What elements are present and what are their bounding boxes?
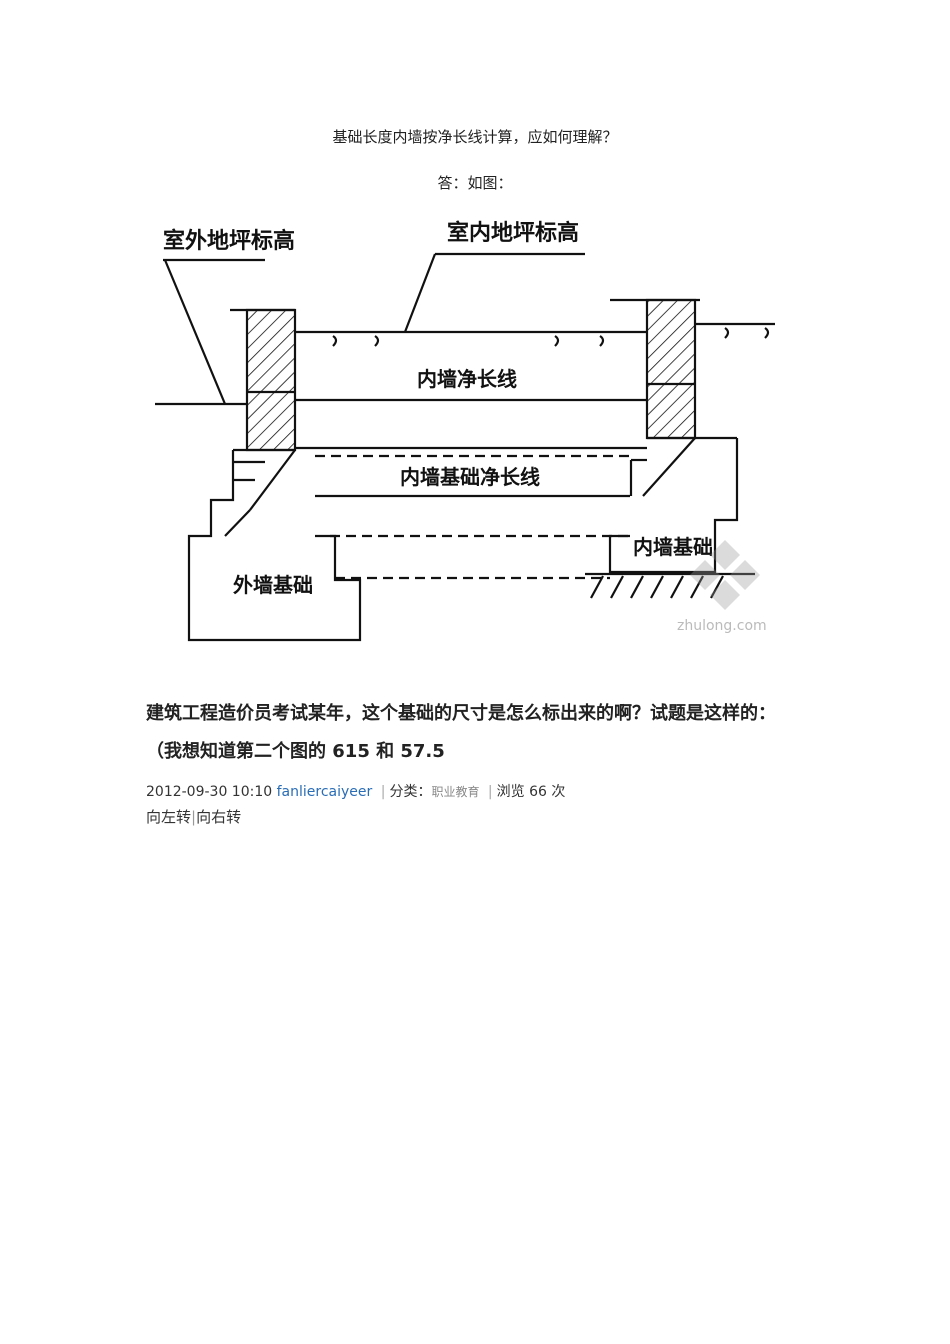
question-line: （我想知道第二个图的 615 和 57.5	[146, 741, 445, 762]
answer-label: 答：如图：	[437, 174, 513, 192]
post-meta: 2012-09-30 10:10 fanliercaiyeer |分类：职业教育…	[146, 781, 565, 801]
watermark: zhulong.com	[677, 618, 767, 634]
rotate-right-link[interactable]: 向右转	[196, 808, 242, 826]
rotate-left-link[interactable]: 向左转	[146, 808, 192, 826]
view-count: 浏览 66 次	[496, 784, 566, 800]
label-indoor-grade: 室内地坪标高	[447, 220, 579, 246]
label-inner-wall-foundation-net-length: 内墙基础净长线	[400, 465, 540, 489]
divider: |	[487, 784, 493, 800]
category-link[interactable]: 职业教育	[431, 785, 480, 799]
divider: |	[380, 784, 386, 800]
rotate-controls: 向左转|向右转	[146, 806, 241, 827]
post-datetime: 2012-09-30 10:10	[146, 784, 273, 800]
watermark-logo-icon	[690, 540, 760, 610]
label-outdoor-grade: 室外地坪标高	[163, 228, 295, 254]
divider: |	[191, 808, 197, 826]
label-inner-wall-foundation: 内墙基础	[633, 535, 713, 559]
page-heading: 基础长度内墙按净长线计算，应如何理解？	[332, 128, 618, 146]
outer-wall	[245, 308, 297, 452]
label-outer-wall-foundation: 外墙基础	[233, 573, 313, 597]
inner-wall	[645, 298, 697, 440]
user-link[interactable]: fanliercaiyeer	[276, 784, 373, 800]
question-line: 建筑工程造价员考试某年，这个基础的尺寸是怎么标出来的啊？试题是这样的：	[146, 703, 776, 724]
foundation-diagram: 室外地坪标高 室内地坪标高 内墙净长线 内墙基础净长线 外墙基础 内墙基础 zh…	[155, 220, 775, 642]
label-inner-wall-net-length: 内墙净长线	[417, 367, 517, 391]
category-label: 分类：	[389, 784, 432, 800]
